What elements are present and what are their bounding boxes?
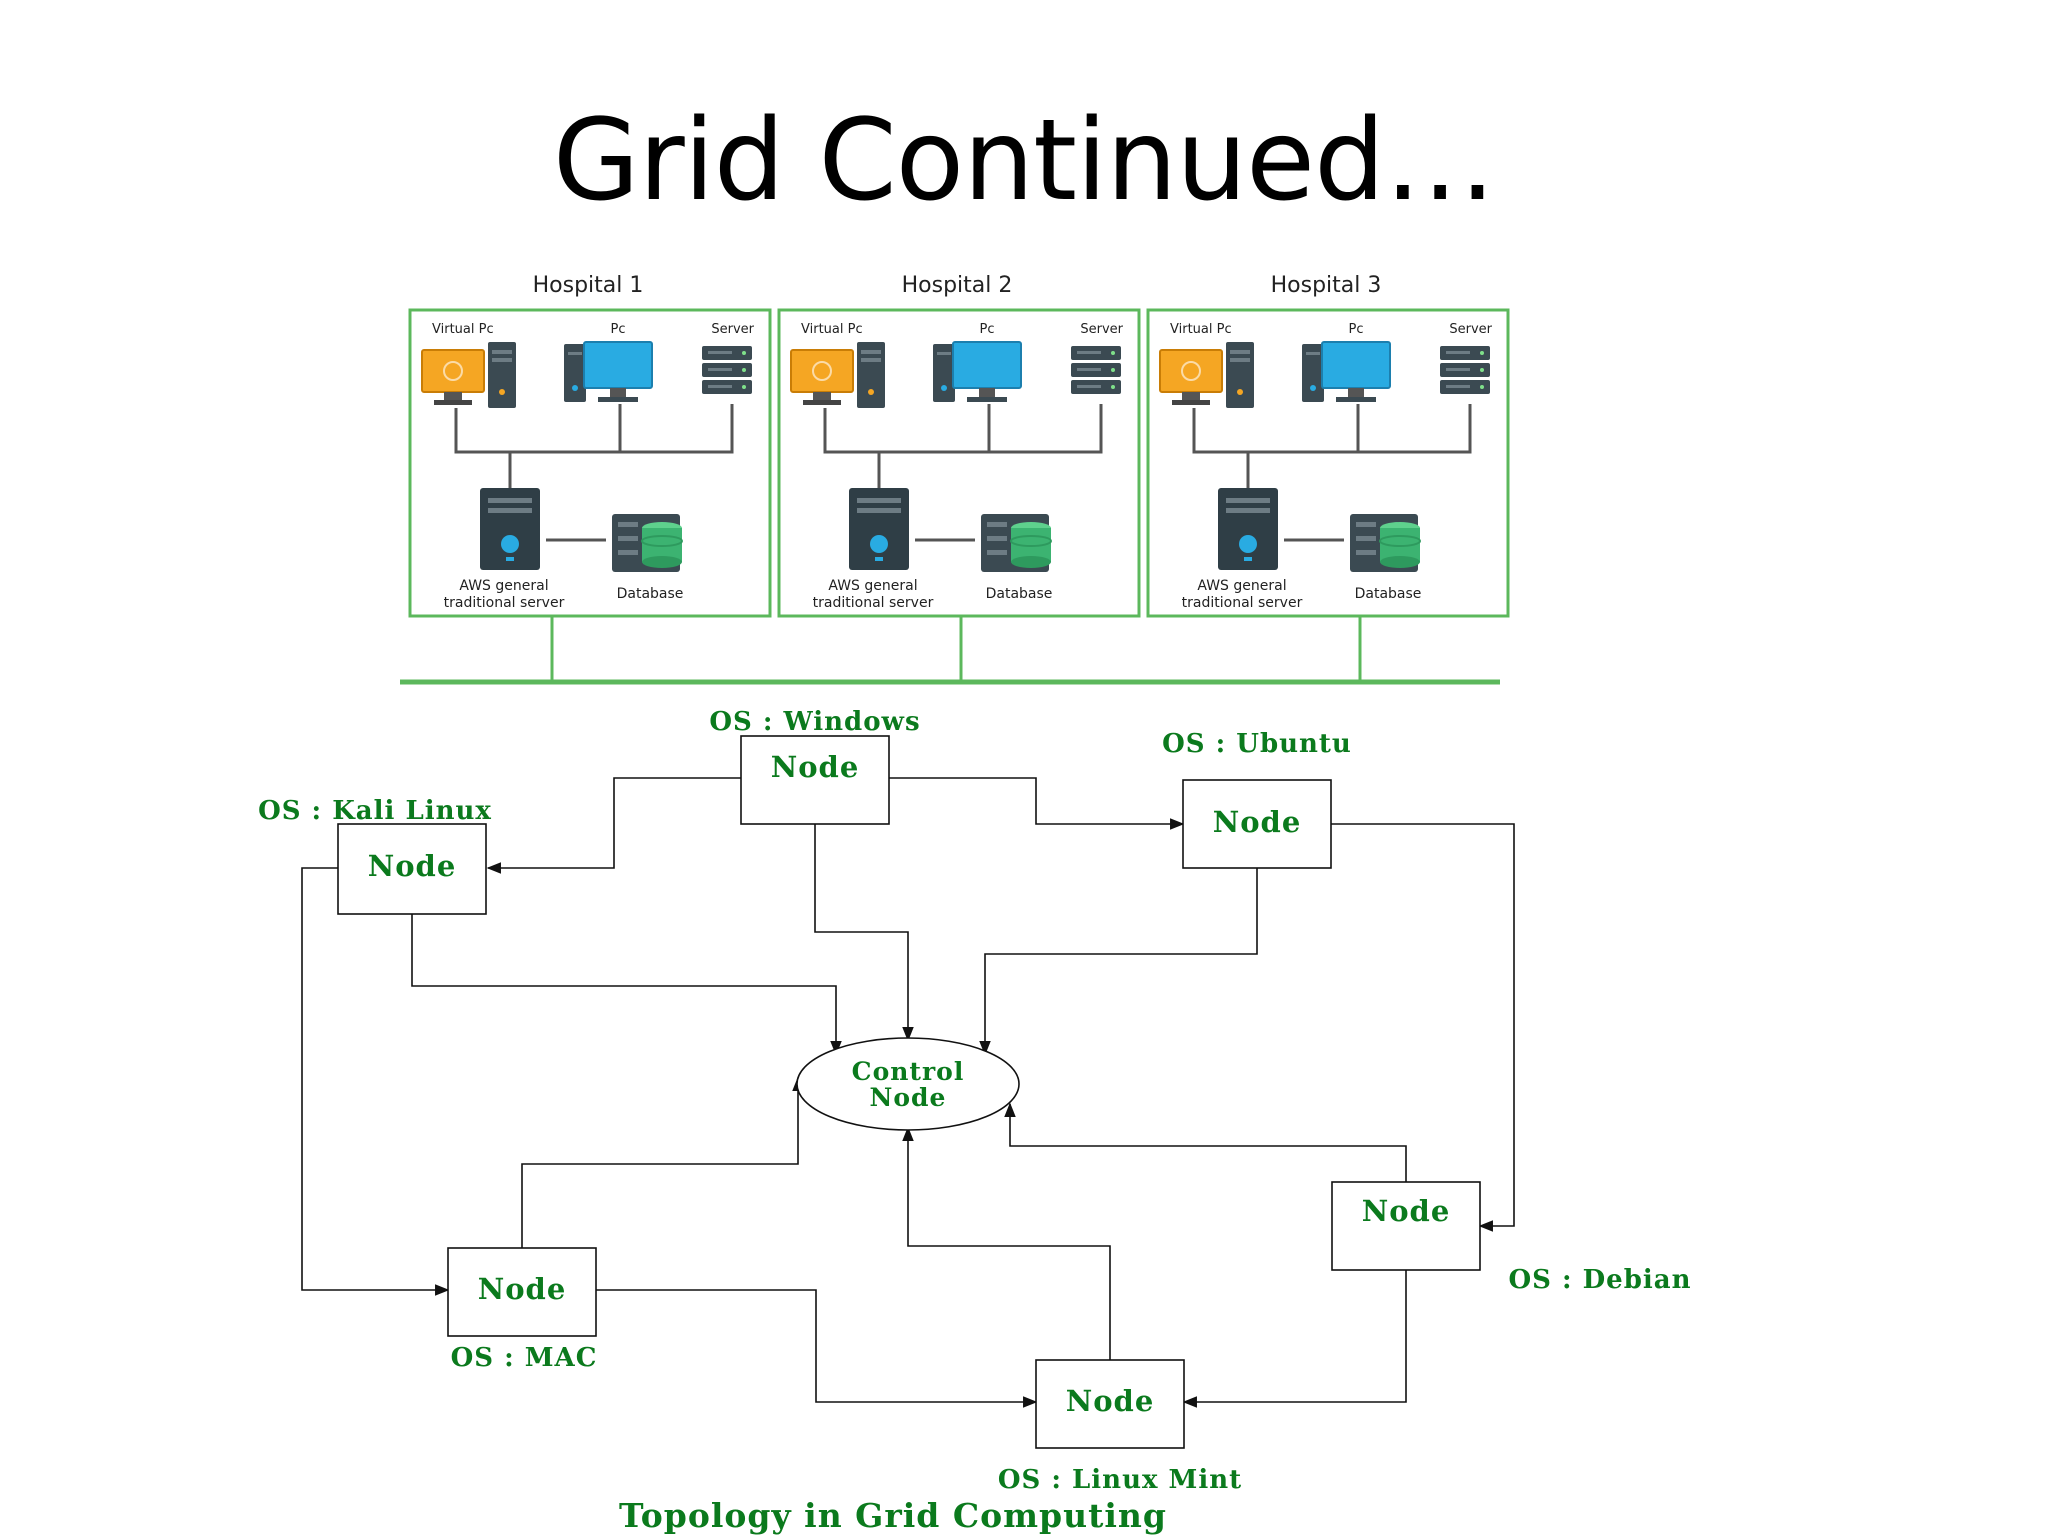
aws-label-line1: AWS general [1197,578,1286,594]
node-ubuntu: Node OS : Ubuntu [1162,729,1352,869]
hospital-frame [1146,308,1510,618]
aws-label-line2: traditional server [444,595,565,611]
control-node: Control Node [796,1037,1020,1131]
hospital-title: Hospital 3 [1271,273,1382,298]
aws-server-icon [1218,488,1278,570]
aws-label-line1: AWS general [828,578,917,594]
node-label: Node [368,849,457,883]
virtual-pc-label: Virtual Pc [1170,322,1232,337]
node-label: Node [478,1272,567,1306]
server-rack-icon [702,346,752,394]
aws-label-line2: traditional server [813,595,934,611]
node-debian: Node OS : Debian [1331,1181,1691,1295]
hospital-frame [408,308,772,618]
hospital-2: Hospital 2 Virtual Pc Pc Server AWS gene… [777,273,1141,680]
database-label: Database [617,586,684,602]
node-mac: Node OS : MAC [447,1247,598,1373]
os-label: OS : Linux Mint [998,1465,1242,1495]
server-rack-icon [1440,346,1490,394]
os-label: OS : MAC [451,1343,598,1373]
control-node-line2: Node [870,1083,947,1112]
server-label: Server [1080,322,1123,337]
virtual-pc-icon [790,341,886,409]
virtual-pc-icon [1159,341,1255,409]
node-windows: Node OS : Windows [709,707,920,825]
pc-icon [563,341,653,403]
pc-label: Pc [980,322,995,337]
hospital-3: Hospital 3 Virtual Pc Pc Server AWS gene… [1146,273,1510,680]
hospital-title: Hospital 2 [902,273,1013,298]
hospital-frame [777,308,1141,618]
server-label: Server [711,322,754,337]
diagram-caption: Topology in Grid Computing [619,1496,1167,1535]
hospital-1: Hospital 1 Virtual Pc Pc Server AWS gene… [408,273,772,680]
database-label: Database [986,586,1053,602]
pc-icon [1301,341,1391,403]
node-label: Node [1213,805,1302,839]
aws-label-line2: traditional server [1182,595,1303,611]
os-label: OS : Kali Linux [258,796,492,826]
aws-server-icon [480,488,540,570]
aws-label-line1: AWS general [459,578,548,594]
pc-label: Pc [1349,322,1364,337]
control-node-line1: Control [852,1057,965,1086]
database-icon [611,513,683,573]
virtual-pc-icon [421,341,517,409]
server-rack-icon [1071,346,1121,394]
server-label: Server [1449,322,1492,337]
database-label: Database [1355,586,1422,602]
node-label: Node [771,750,860,784]
node-label: Node [1362,1194,1451,1228]
aws-server-icon [849,488,909,570]
node-label: Node [1066,1384,1155,1418]
os-label: OS : Windows [709,707,920,737]
node-linux-mint: Node OS : Linux Mint [998,1359,1242,1495]
database-icon [980,513,1052,573]
pc-label: Pc [611,322,626,337]
node-kali-linux: Node OS : Kali Linux [258,796,492,915]
slide-title: Grid Continued… [552,96,1496,226]
pc-icon [932,341,1022,403]
virtual-pc-label: Virtual Pc [432,322,494,337]
os-label: OS : Debian [1508,1265,1691,1295]
virtual-pc-label: Virtual Pc [801,322,863,337]
hospital-title: Hospital 1 [533,273,644,298]
database-icon [1349,513,1421,573]
os-label: OS : Ubuntu [1162,729,1352,759]
topology-edges [301,777,1515,1408]
